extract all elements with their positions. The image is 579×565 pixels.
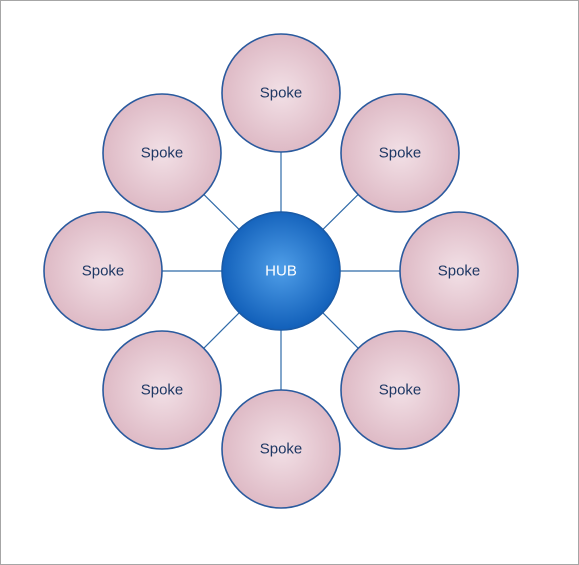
spoke-node-bottom-left: Spoke	[102, 330, 222, 450]
spoke-node-top: Spoke	[221, 33, 341, 153]
spoke-circle	[221, 389, 341, 509]
spoke-circle	[221, 33, 341, 153]
spoke-node-bottom: Spoke	[221, 389, 341, 509]
spoke-circle	[399, 211, 519, 331]
connector-lines	[162, 152, 400, 390]
spoke-node-bottom-right: Spoke	[340, 330, 460, 450]
connector-line-top-left	[203, 194, 240, 230]
spoke-circle	[102, 93, 222, 213]
connector-line-bottom-right	[322, 312, 359, 349]
spoke-label: Spoke	[379, 145, 422, 162]
spoke-label: Spoke	[260, 85, 303, 102]
spoke-label: Spoke	[82, 263, 125, 280]
spoke-node-left: Spoke	[43, 211, 163, 331]
hub-label: HUB	[265, 263, 297, 280]
spoke-label: Spoke	[379, 382, 422, 399]
spoke-node-top-right: Spoke	[340, 93, 460, 213]
spoke-label: Spoke	[141, 145, 184, 162]
spoke-circle	[340, 330, 460, 450]
spoke-label: Spoke	[260, 441, 303, 458]
hub-circle	[221, 211, 341, 331]
spoke-circle	[340, 93, 460, 213]
connector-line-top-right	[322, 194, 359, 230]
spoke-node-right: Spoke	[399, 211, 519, 331]
connector-line-bottom-left	[203, 312, 240, 349]
spoke-node-top-left: Spoke	[102, 93, 222, 213]
spoke-label: Spoke	[141, 382, 184, 399]
spoke-circle	[102, 330, 222, 450]
spoke-circle	[43, 211, 163, 331]
hub-node: HUB	[221, 211, 341, 331]
spoke-label: Spoke	[438, 263, 481, 280]
